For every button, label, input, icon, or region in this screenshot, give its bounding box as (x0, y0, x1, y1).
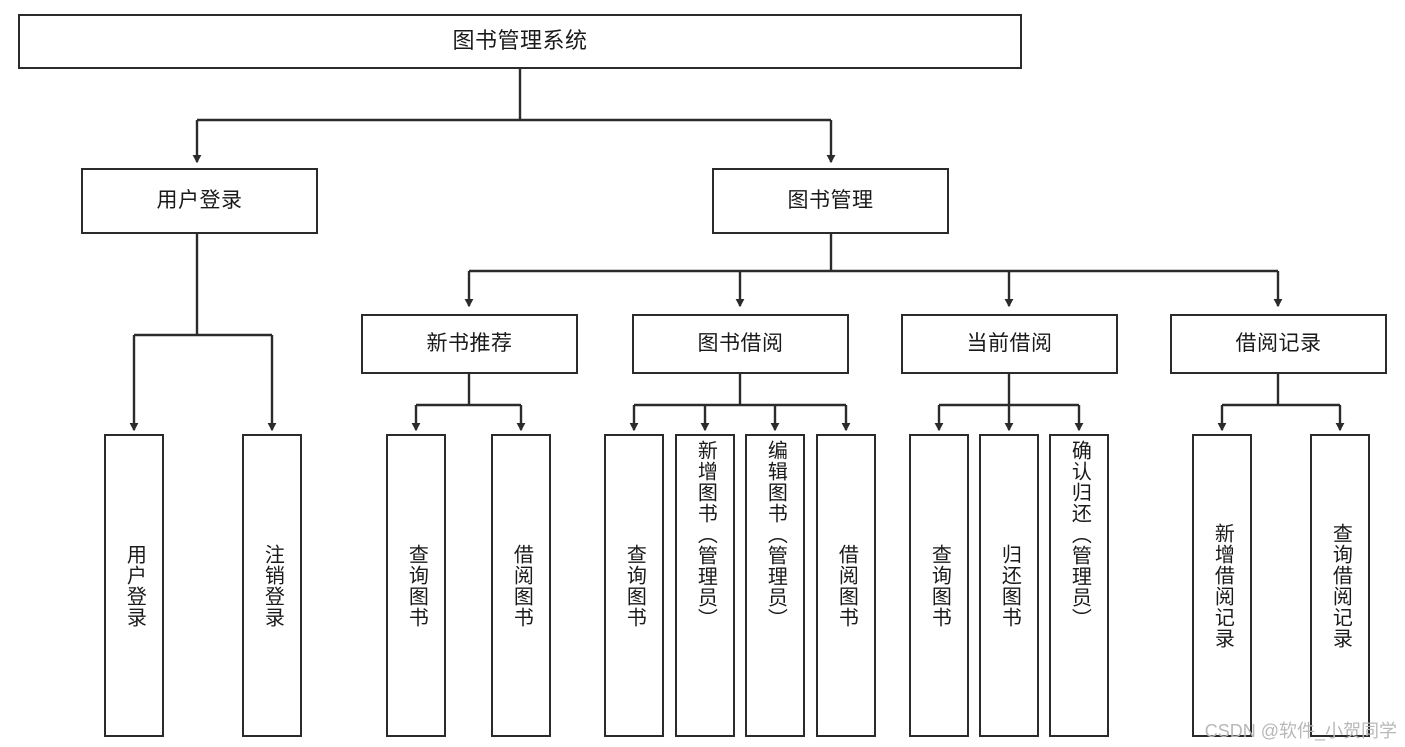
leaf-query-book-current[interactable]: 查询图书 (909, 434, 969, 737)
leaf-user-login[interactable]: 用户登录 (104, 434, 164, 737)
leaf-query-book-borrow[interactable]: 查询图书 (604, 434, 664, 737)
node-current-borrow[interactable]: 当前借阅 (901, 314, 1118, 374)
node-label: 借阅图书 (510, 543, 533, 628)
leaf-logout-login[interactable]: 注销登录 (242, 434, 302, 737)
node-label: 查询图书 (928, 543, 951, 628)
node-new-book-recommend[interactable]: 新书推荐 (361, 314, 578, 374)
node-label: 图书管理系统 (452, 28, 588, 54)
node-label: 查询图书 (405, 543, 428, 628)
node-book-management[interactable]: 图书管理 (712, 168, 949, 234)
leaf-confirm-return[interactable]: 确认归还（管理员） (1049, 434, 1109, 737)
leaf-add-borrow-record[interactable]: 新增借阅记录 (1192, 434, 1252, 737)
node-label: 新书推荐 (426, 332, 513, 356)
node-borrow-record[interactable]: 借阅记录 (1170, 314, 1387, 374)
node-book-management-system[interactable]: 图书管理系统 (18, 14, 1022, 69)
node-label: 查询图书 (623, 543, 646, 628)
node-label: 注销登录 (261, 543, 284, 628)
node-label: 用户登录 (123, 543, 146, 628)
leaf-borrow-book-recommend[interactable]: 借阅图书 (491, 434, 551, 737)
node-user-login[interactable]: 用户登录 (81, 168, 318, 234)
node-label: 当前借阅 (966, 332, 1053, 356)
leaf-return-book[interactable]: 归还图书 (979, 434, 1039, 737)
node-label: 图书管理 (787, 189, 874, 213)
node-label: 查询借阅记录 (1329, 522, 1352, 649)
leaf-query-book-recommend[interactable]: 查询图书 (386, 434, 446, 737)
node-label: 归还图书 (998, 543, 1021, 628)
leaf-add-book[interactable]: 新增图书（管理员） (675, 434, 735, 737)
leaf-edit-book[interactable]: 编辑图书（管理员） (745, 434, 805, 737)
node-label: 用户登录 (156, 189, 243, 213)
node-label: 借阅图书 (835, 543, 858, 628)
node-label: 新增借阅记录 (1211, 522, 1234, 649)
node-label: 编辑图书（管理员） (764, 440, 787, 629)
node-book-borrow[interactable]: 图书借阅 (632, 314, 849, 374)
node-label: 确认归还（管理员） (1068, 440, 1091, 629)
leaf-query-borrow-record[interactable]: 查询借阅记录 (1310, 434, 1370, 737)
node-label: 借阅记录 (1235, 332, 1322, 356)
node-label: 图书借阅 (697, 332, 784, 356)
leaf-borrow-book[interactable]: 借阅图书 (816, 434, 876, 737)
node-label: 新增图书（管理员） (694, 440, 717, 629)
